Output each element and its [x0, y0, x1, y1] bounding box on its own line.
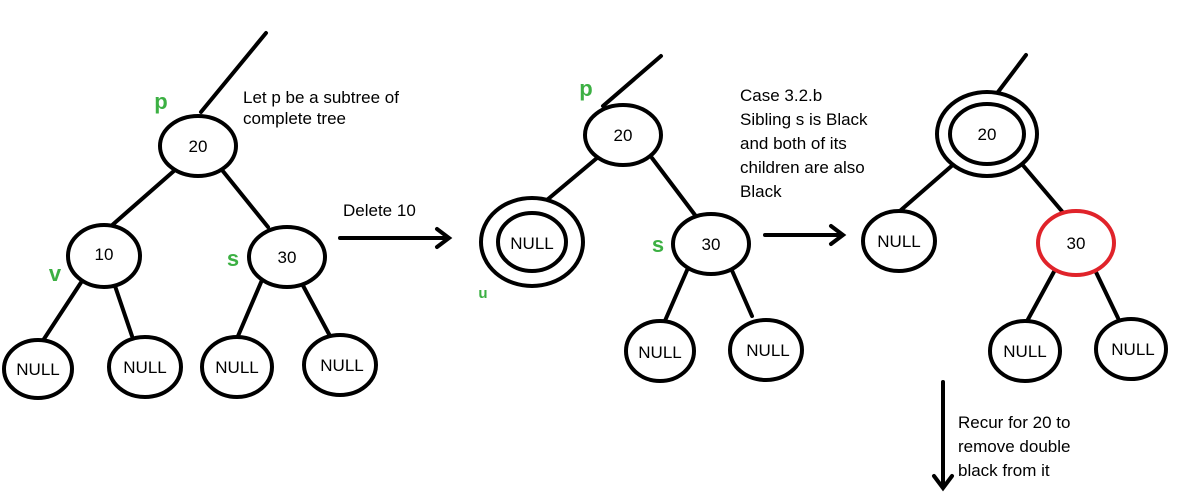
case-note-line: Case 3.2.b — [740, 86, 822, 105]
node-label: NULL — [16, 360, 59, 379]
diagram-1: 20 10 30 NULL NULL NULL NULL p v s Let p… — [2, 31, 399, 400]
null-node — [302, 333, 378, 397]
node-label: 30 — [702, 235, 721, 254]
diagram-2: 20 NULL 30 NULL NULL p s u — [478, 54, 804, 383]
null-node — [728, 318, 804, 382]
node-label: NULL — [510, 234, 553, 253]
parent-edge — [199, 31, 268, 114]
parent-edge — [993, 53, 1028, 98]
label-u: u — [478, 285, 487, 302]
node-label: NULL — [877, 232, 920, 251]
edge-30-null — [662, 266, 690, 325]
transition-arrow — [763, 224, 847, 246]
tree-node — [583, 103, 663, 167]
node-label: 10 — [95, 245, 114, 264]
recur-note-line: black from it — [958, 461, 1050, 480]
recur-note-line: remove double — [958, 437, 1070, 456]
tree-node — [247, 225, 327, 289]
edge-20-null — [899, 161, 957, 212]
edge-30-null — [1024, 266, 1058, 325]
subtree-note-line: complete tree — [243, 109, 346, 128]
null-node — [988, 319, 1062, 383]
tree-node — [948, 102, 1026, 166]
edge-30-null — [1092, 266, 1120, 320]
null-node — [200, 335, 274, 399]
recur-note-line: Recur for 20 to — [958, 413, 1070, 432]
node-label: NULL — [123, 358, 166, 377]
arrow-head-icon — [932, 474, 954, 492]
edge-20-30 — [650, 156, 697, 217]
case-note-line: children are also — [740, 158, 865, 177]
tree-node — [158, 114, 238, 178]
subtree-note-line: Let p be a subtree of — [243, 88, 399, 107]
edge-20-10 — [108, 168, 177, 229]
edge-20-30 — [1019, 161, 1068, 218]
recur-arrow — [932, 380, 954, 492]
node-label: 20 — [614, 126, 633, 145]
null-node — [107, 335, 183, 399]
edge-20-30 — [220, 168, 270, 229]
recur-note: Recur for 20 to remove double black from… — [958, 413, 1070, 480]
node-label: 20 — [189, 137, 208, 156]
diagram-3: 20 NULL 30 NULL NULL — [861, 53, 1168, 383]
delete-label: Delete 10 — [343, 201, 416, 220]
tree-node — [671, 212, 751, 276]
node-label: NULL — [746, 341, 789, 360]
case-note-line: Black — [740, 182, 782, 201]
delete-arrow: Delete 10 — [338, 201, 453, 249]
node-label: 20 — [978, 125, 997, 144]
red-node — [1036, 209, 1116, 277]
label-p: p — [579, 76, 592, 101]
null-node — [496, 211, 568, 273]
node-label: NULL — [1111, 340, 1154, 359]
label-p: p — [154, 89, 167, 114]
tree-node — [66, 223, 142, 289]
edge-30-null — [236, 278, 264, 338]
case-note-line: and both of its — [740, 134, 847, 153]
arrow-head-icon — [829, 224, 847, 246]
case-note: Case 3.2.b Sibling s is Black and both o… — [740, 86, 868, 201]
label-v: v — [49, 261, 62, 286]
edge-10-null — [112, 281, 134, 338]
node-label: 30 — [278, 248, 297, 267]
node-label: NULL — [1003, 342, 1046, 361]
node-label: NULL — [638, 343, 681, 362]
null-node — [2, 338, 74, 400]
label-s: s — [652, 232, 664, 257]
case-note-line: Sibling s is Black — [740, 110, 868, 129]
edge-30-null — [298, 278, 332, 338]
parent-edge — [601, 54, 663, 108]
label-s: s — [227, 246, 239, 271]
null-node — [624, 319, 696, 383]
node-label: NULL — [215, 358, 258, 377]
node-label: 30 — [1067, 234, 1086, 253]
edge-10-null — [40, 279, 84, 344]
null-node — [1094, 317, 1168, 381]
node-label: NULL — [320, 356, 363, 375]
edge-30-null — [728, 264, 754, 318]
null-node — [861, 209, 937, 273]
arrow-head-icon — [435, 227, 453, 249]
